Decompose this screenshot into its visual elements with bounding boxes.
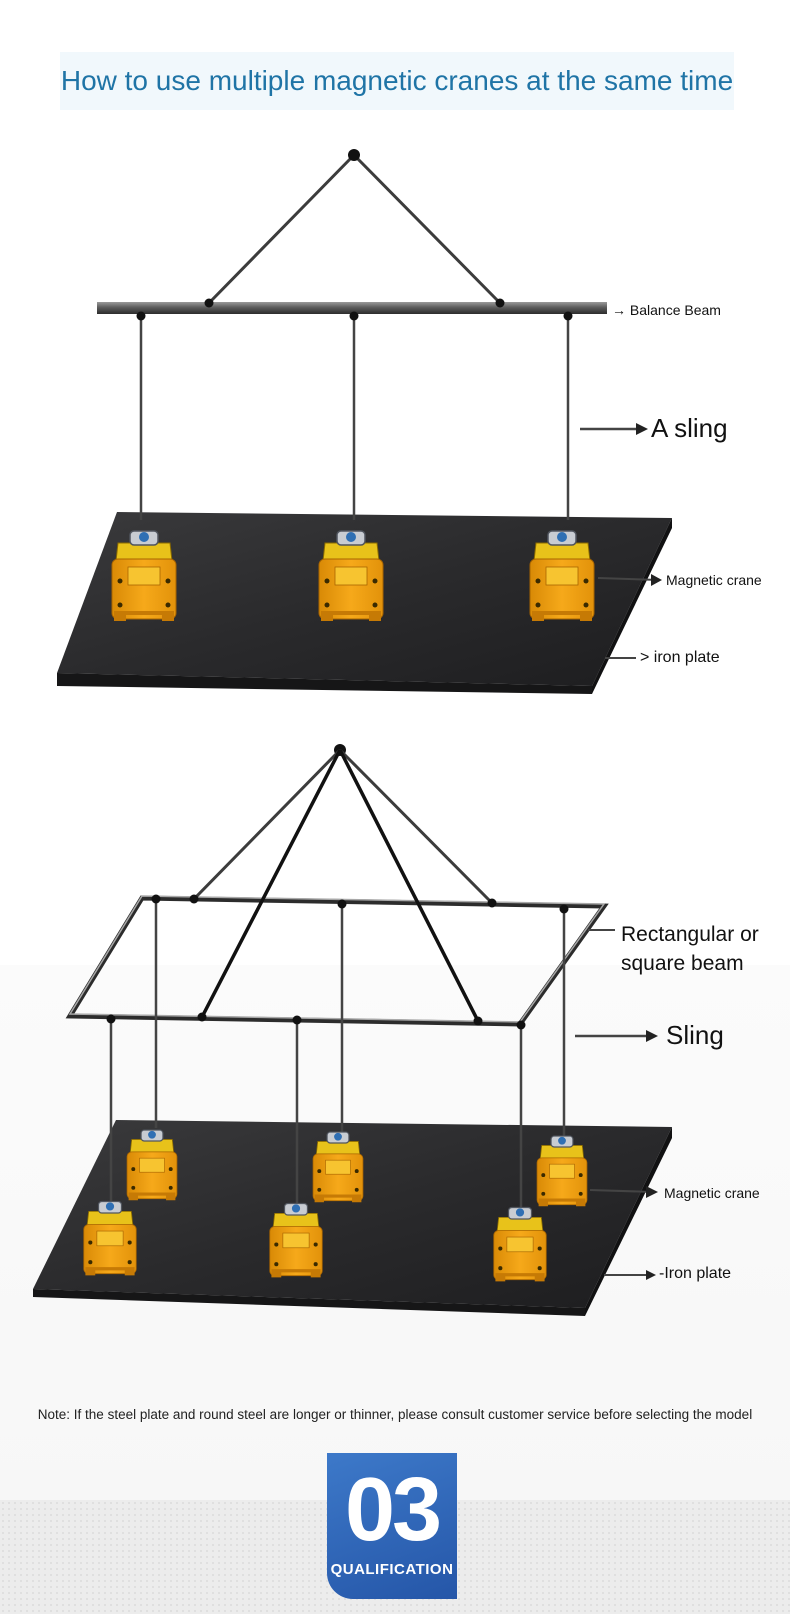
magnetic-crane-label: Magnetic crane (666, 572, 762, 588)
balance-beam (97, 302, 607, 314)
magnetic-crane (318, 530, 384, 622)
magnetic-crane (493, 1206, 547, 1282)
section-badge: 03 QUALIFICATION (327, 1453, 457, 1599)
iron-plate-label: -Iron plate (659, 1265, 732, 1282)
section-number: 03 (344, 1460, 442, 1560)
diagram-balance-beam (57, 149, 672, 694)
magnetic-crane (111, 530, 177, 622)
magnetic-crane (83, 1200, 137, 1276)
balance-beam-label: → Balance Beam (612, 302, 721, 318)
hook-point (348, 149, 360, 161)
note-text: Note: If the steel plate and round steel… (37, 1407, 753, 1422)
magnetic-crane (536, 1135, 588, 1207)
sling-line (352, 153, 502, 305)
rectangular-beam-label: Rectangular or square beam (621, 923, 759, 975)
magnetic-crane-label: Magnetic crane (664, 1185, 760, 1201)
magnetic-crane (126, 1129, 178, 1201)
iron-plate-label: > iron plate (640, 649, 720, 666)
sling-label: A sling (651, 413, 728, 443)
magnetic-crane (529, 530, 595, 622)
magnetic-crane (269, 1202, 323, 1278)
page-title: How to use multiple magnetic cranes at t… (60, 52, 734, 110)
section-title: QUALIFICATION (330, 1561, 454, 1578)
magnetic-crane (312, 1131, 364, 1203)
diagram-rectangular-beam (33, 744, 672, 1316)
sling-line (207, 153, 356, 305)
rectangular-beam (65, 895, 609, 1027)
sling-label: Sling (666, 1020, 724, 1050)
